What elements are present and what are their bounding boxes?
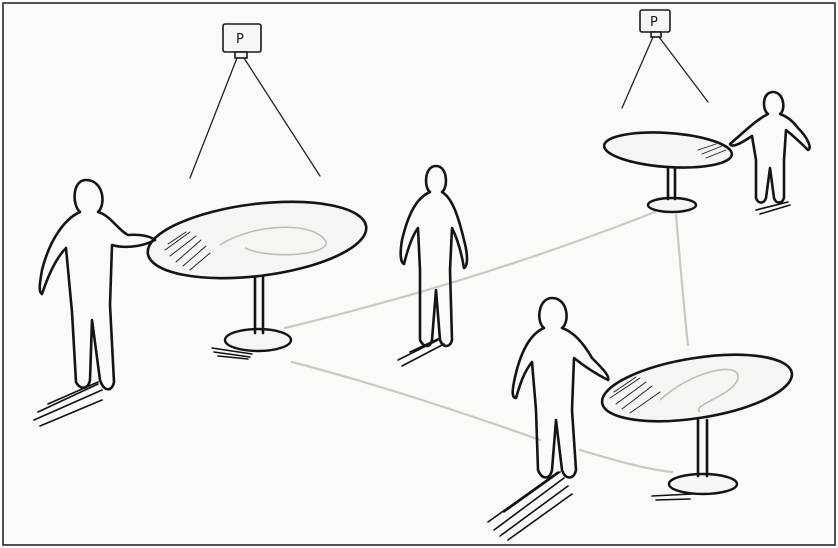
projector-lens xyxy=(235,52,247,58)
table-base xyxy=(648,198,696,212)
table-base xyxy=(669,474,737,494)
projector-label: P xyxy=(650,15,658,30)
projector-lens xyxy=(651,32,661,37)
table-base xyxy=(225,329,291,351)
projector-label: P xyxy=(236,32,244,47)
